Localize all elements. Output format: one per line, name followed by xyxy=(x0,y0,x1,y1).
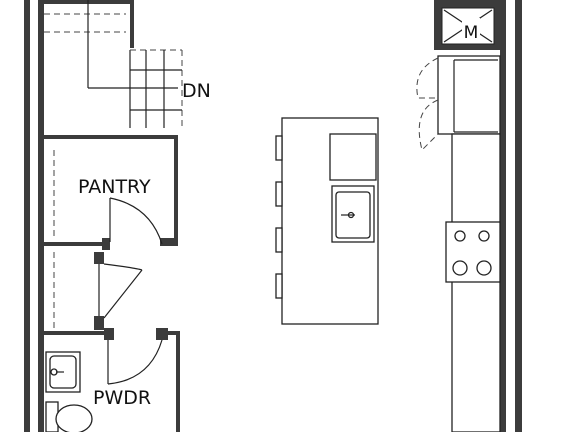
stairs-down-label: DN xyxy=(182,80,211,102)
stairs xyxy=(44,0,183,128)
microwave-label: M xyxy=(464,23,479,43)
refrigerator-icon xyxy=(437,55,501,135)
island-dishwasher-icon xyxy=(329,133,377,181)
kitchen-island xyxy=(275,117,379,325)
pantry-label: PANTRY xyxy=(78,176,151,198)
hallway xyxy=(53,252,143,330)
perimeter-counter xyxy=(416,0,501,432)
powder-room-label: PWDR xyxy=(93,387,151,409)
pantry-room xyxy=(44,135,178,250)
cooktop-icon xyxy=(445,221,501,283)
powder-room xyxy=(44,328,180,432)
